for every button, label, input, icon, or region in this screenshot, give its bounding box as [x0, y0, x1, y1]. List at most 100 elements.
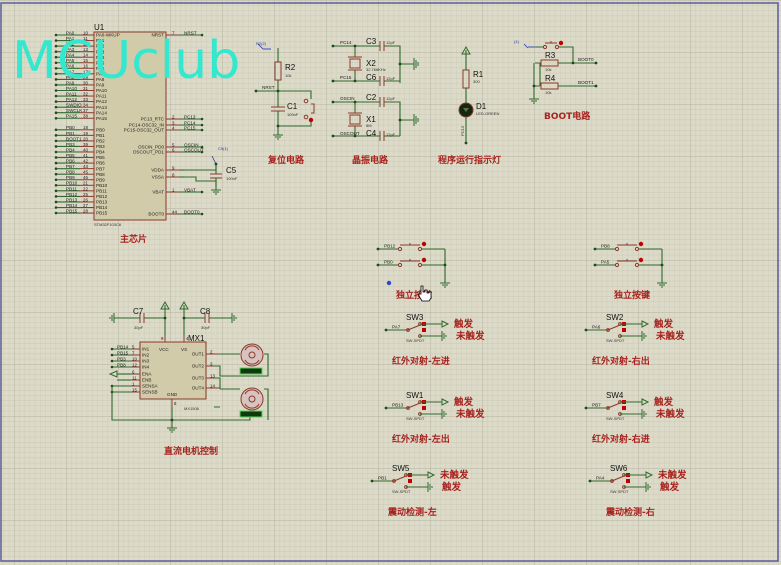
chip-pin-name: NRST: [151, 33, 164, 38]
chip-pin-num: 37: [83, 108, 88, 113]
chip-pin-num: 16: [83, 64, 88, 69]
pin-name: OUT2: [192, 364, 205, 369]
chip-pin-num: 18: [83, 125, 88, 130]
chip-pin-name: PA6: [96, 66, 105, 71]
key-net: PB0: [384, 260, 393, 265]
pin-num: 11: [132, 375, 137, 380]
chip-pin-name: PA8: [96, 77, 105, 82]
sensor-part: SW-SPDT: [606, 338, 625, 343]
chip-net-label: PA3: [66, 47, 75, 52]
sensor-state-bottom: 触发: [659, 481, 680, 493]
chip-net-label: PB5: [66, 153, 75, 158]
chip-pin-name: PA1: [96, 38, 105, 43]
pin-name: IN3: [142, 359, 150, 364]
chip-net-label: PA11: [66, 91, 77, 96]
cap-c5[interactable]: C5 100nF C5(1): [184, 146, 238, 195]
chip-net-label: PB7: [66, 164, 75, 169]
push-button[interactable]: PA5: [593, 257, 662, 268]
reset-circuit[interactable]: R2(2) R2 10k NRST C1 100nF: [254, 41, 315, 140]
led-indicator[interactable]: R1 300 D1 LED-GREEN PC13: [458, 45, 499, 145]
c3-ref: C3: [366, 37, 377, 46]
pin-num: 15: [132, 387, 137, 392]
chip-pin-num: 34: [83, 103, 88, 108]
chip-pin-name: PA10: [96, 88, 107, 93]
pin-num: 6: [132, 369, 135, 374]
crystal-circuit[interactable]: PC14 PC15 C3 12pF C6 12pF X2 32.768KHz O…: [331, 37, 419, 141]
push-button[interactable]: PB0: [376, 257, 445, 268]
chip-pin-num: 5: [172, 142, 175, 147]
push-button[interactable]: PB8: [593, 241, 662, 252]
title-vibration-sensor: 震动检测-右: [605, 506, 655, 518]
c1-ref: C1: [287, 102, 298, 111]
x2-ref: X2: [366, 59, 376, 68]
d1-ref: D1: [476, 102, 487, 111]
motor-1: [214, 343, 269, 377]
push-button[interactable]: PB12: [376, 241, 445, 252]
boot-circuit[interactable]: (1) R3 10k R4 10k BOOT0 BOOT1: [514, 39, 598, 104]
chip-pin-name: PA7: [96, 71, 105, 76]
chip-pin-name: PA4: [96, 55, 105, 60]
